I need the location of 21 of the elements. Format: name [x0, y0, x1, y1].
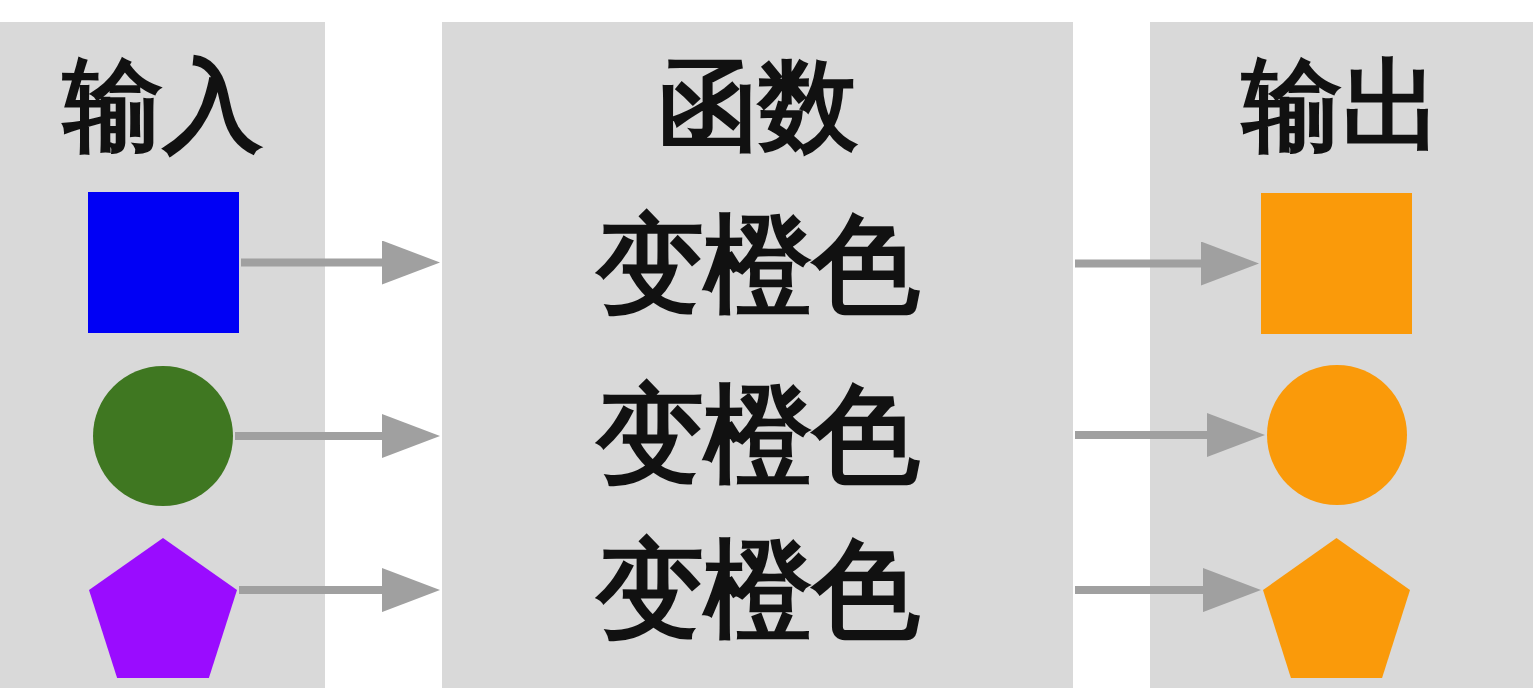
panel-heading: 输出	[1241, 47, 1442, 163]
step-text: 变橙色	[595, 202, 920, 328]
panel-heading: 函数	[657, 47, 858, 163]
pentagon-shape	[1263, 538, 1410, 678]
arrow	[239, 568, 440, 613]
square-shape	[1261, 193, 1412, 334]
column-panel	[1150, 22, 1533, 688]
step-text: 变橙色	[595, 372, 920, 498]
circle-shape	[93, 366, 233, 506]
arrow	[1075, 568, 1261, 613]
circle-shape	[1267, 365, 1407, 505]
square-shape	[88, 192, 239, 333]
arrow	[235, 414, 440, 458]
arrow	[1075, 413, 1265, 457]
column-panel	[0, 22, 325, 688]
pentagon-shape	[89, 538, 237, 678]
arrow	[241, 240, 440, 285]
panel-heading: 输入	[62, 47, 263, 163]
arrow	[1075, 241, 1259, 286]
step-text: 变橙色	[595, 527, 920, 653]
column-panel	[442, 22, 1073, 688]
